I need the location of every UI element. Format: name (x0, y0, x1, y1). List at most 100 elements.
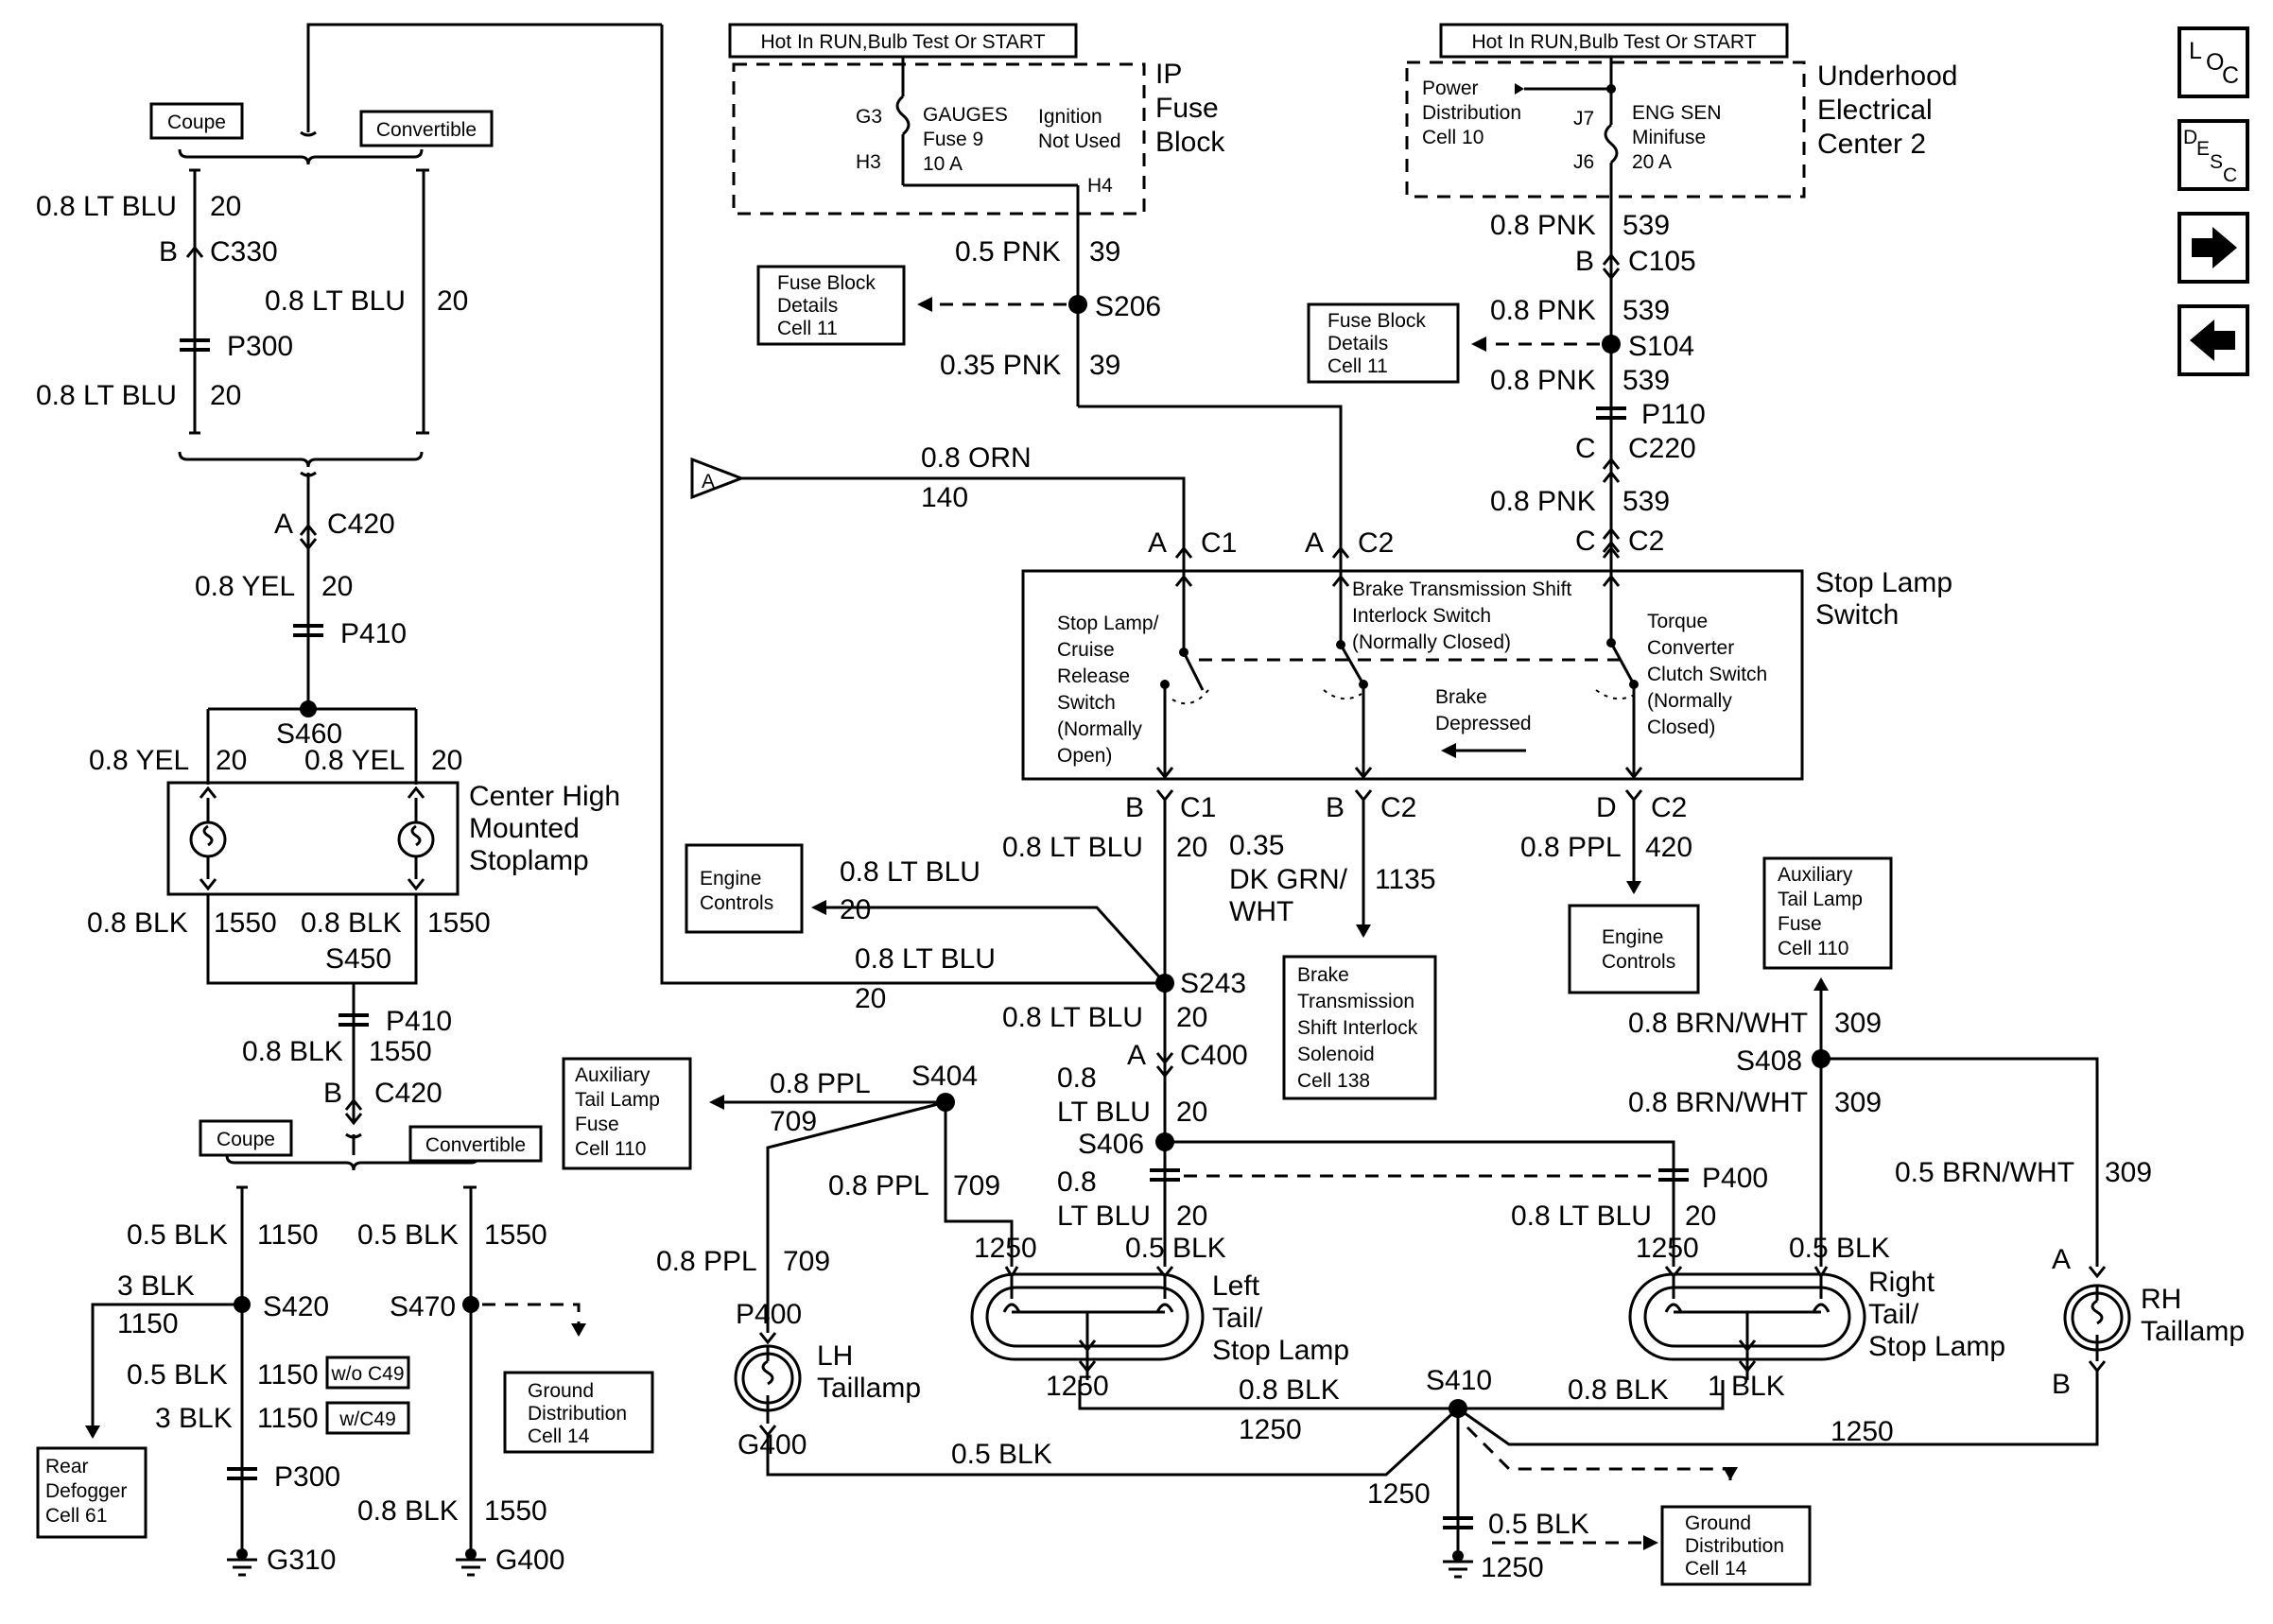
ref-engine-controls-left[interactable]: Engine Controls (685, 843, 804, 934)
lh-taillamp: P400 G400 LH Taillamp (734, 1299, 1460, 1477)
conn-c1-top: C1 (1201, 527, 1237, 559)
ref-ground-dist-left[interactable]: Ground Distribution Cell 14 (503, 1371, 654, 1454)
left-tail-title-3: Stop Lamp (1212, 1335, 1349, 1366)
ref-text: Controls (1602, 951, 1675, 973)
power-dist-3: Cell 10 (1422, 127, 1484, 148)
conn-b-c330: B (159, 236, 178, 268)
pin-b-left: 1250 (974, 1233, 1037, 1264)
circuit-20-4: 20 (321, 571, 353, 602)
power-dist-1: Power (1422, 78, 1479, 99)
conn-c2-bot-mid: C2 (1380, 792, 1416, 823)
conn-c330: C330 (210, 236, 278, 268)
conn-c105: C105 (1628, 246, 1696, 277)
circuit-1150-3: 1150 (257, 1359, 319, 1391)
wire-0.8-lt-blu-6: 0.8 LT BLU (855, 943, 996, 975)
arrow-left-icon (1441, 743, 1456, 758)
sw3-label: Closed) (1647, 717, 1715, 738)
ground-splice-s410: 0.8 BLK 1250 S410 0.8 BLK (1239, 1365, 1738, 1579)
circuit-539-3: 539 (1622, 365, 1670, 396)
left-tail-stop-lamp: 1250 0.5 BLK Left Tail/ Stop Lamp 1250 (970, 1233, 1458, 1410)
prev-page-button[interactable] (2178, 304, 2249, 376)
circuit-1250-1: 1250 (1239, 1414, 1302, 1445)
wire-lt-blu-8: LT BLU (1057, 1097, 1151, 1128)
ref-text: Cell 14 (528, 1425, 590, 1447)
splice-s450: S450 (325, 943, 391, 975)
circuit-20-12: 20 (1176, 1201, 1207, 1232)
minifuse-icon (1604, 123, 1619, 164)
ref-text: Fuse (575, 1114, 619, 1135)
ref-fuse-block-right[interactable]: Fuse Block Details Cell 11 (1307, 302, 1460, 384)
svg-text:C: C (2223, 164, 2237, 186)
wire-0.8-lt-blu-10: 0.8 LT BLU (1511, 1201, 1652, 1232)
splice-s470: S470 (390, 1291, 456, 1322)
conn-d-c2: D (1596, 792, 1617, 823)
right-tail-title-1: Right (1868, 1267, 1935, 1298)
ref-text: Fuse Block (777, 272, 876, 294)
wire-dk-grn: DK GRN/ (1229, 864, 1348, 895)
circuit-20-11: 20 (1176, 1097, 1207, 1128)
circuit-539-4: 539 (1622, 486, 1670, 517)
stop-lamp-switch-title-1: Stop Lamp (1815, 567, 1952, 598)
circuit-1150-1: 1150 (257, 1219, 319, 1251)
circuit-39-1: 39 (1089, 236, 1120, 268)
sw3-label: (Normally (1647, 690, 1732, 712)
w-c49-tag: w/C49 (338, 1408, 396, 1430)
splice-p300-top: P300 (227, 331, 293, 362)
pnk-feeds: 0.5 PNK 39 S206 0.35 PNK 39 0.8 PNK 539 … (917, 185, 1706, 571)
circuit-1550-3: 1550 (369, 1036, 432, 1067)
splice-s420: S420 (263, 1291, 329, 1322)
circuit-1550-1: 1550 (214, 907, 277, 939)
ref-text: Transmission (1297, 991, 1414, 1012)
conn-c2-top-mid: C2 (1358, 527, 1394, 559)
conn-c420-bot: C420 (374, 1078, 442, 1109)
hot-run-label-right: Hot In RUN,Bulb Test Or START (1471, 31, 1756, 53)
circuit-140: 140 (921, 482, 968, 513)
ref-ground-dist-right[interactable]: Ground Distribution Cell 14 (1660, 1505, 1812, 1586)
circuit-39-2: 39 (1089, 350, 1120, 381)
wire-lt-blu-9: LT BLU (1057, 1201, 1151, 1232)
ref-rear-defogger[interactable]: Rear Defogger Cell 61 (36, 1446, 147, 1539)
eng-sen-3: 20 A (1632, 151, 1672, 173)
ref-text: Engine (1602, 926, 1663, 948)
chmsl-title-2: Mounted (469, 813, 580, 844)
circuit-1150-4: 1150 (257, 1403, 319, 1434)
circuit-539-1: 539 (1622, 210, 1670, 241)
ref-engine-controls-right[interactable]: Engine Controls (1568, 904, 1700, 994)
circuit-709-1: 709 (770, 1106, 817, 1137)
ref-fuse-block-left[interactable]: Fuse Block Details Cell 11 (756, 265, 906, 346)
ref-brake-solenoid[interactable]: Brake Transmission Shift Interlock Solen… (1282, 955, 1437, 1100)
pin-g-left: 1250 (1046, 1371, 1109, 1402)
wire-0.8-ppl-2: 0.8 PPL (770, 1068, 871, 1099)
wire-0.8-ppl-1: 0.8 PPL (1520, 832, 1622, 863)
wire-0.5-blk-5: 1250 (1831, 1416, 1894, 1447)
circuit-20-5: 20 (216, 745, 247, 776)
ref-text: Rear (45, 1456, 89, 1477)
wire-0.8-lt-blu-5: 0.8 LT BLU (840, 856, 980, 888)
underhood-title-1: Underhood (1817, 60, 1957, 92)
stop-lamp-switch-title-2: Switch (1815, 599, 1899, 631)
wire-0.8-blk-4: 0.8 BLK (357, 1495, 459, 1527)
ref-text: Defogger (45, 1480, 127, 1502)
svg-text:L: L (2189, 38, 2202, 64)
sw2-label: (Normally Closed) (1352, 631, 1511, 653)
left-tail-title-2: Tail/ (1212, 1303, 1263, 1334)
coupe-tag-bot: Coupe (217, 1129, 275, 1150)
ref-aux-tail-fuse-left[interactable]: Auxiliary Tail Lamp Fuse Cell 110 (562, 1057, 692, 1170)
ref-text: Shift Interlock (1297, 1017, 1418, 1039)
next-page-button[interactable] (2178, 212, 2249, 284)
pin-a-right: 1250 (1636, 1233, 1699, 1264)
ref-text: Controls (700, 892, 773, 914)
left-upper-branch: Coupe Convertible 0.8 LT BLU 20 B C330 P… (36, 23, 662, 709)
h4-pin: H4 (1087, 175, 1113, 197)
ref-aux-tail-fuse-right[interactable]: Auxiliary Tail Lamp Fuse Cell 110 (1762, 856, 1893, 970)
ref-text: Ground (528, 1380, 594, 1402)
circuit-420: 420 (1645, 832, 1692, 863)
wire-0.5-brn-wht: 0.5 BRN/WHT (1895, 1157, 2074, 1188)
circuit-1550-4: 1550 (484, 1219, 547, 1251)
ref-text: Distribution (528, 1403, 627, 1425)
wire-0.8-pnk-3: 0.8 PNK (1490, 365, 1596, 396)
